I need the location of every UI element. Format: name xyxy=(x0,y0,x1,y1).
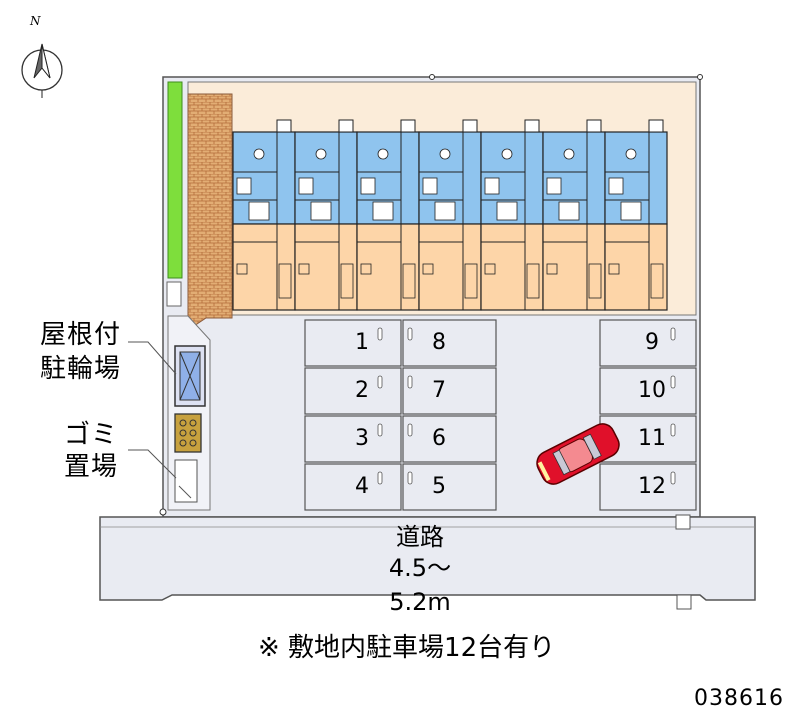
brick-paving xyxy=(187,93,233,331)
parking-note: ※ 敷地内駐車場12台有り xyxy=(258,633,556,663)
parking-stall xyxy=(599,319,697,367)
parking-stall xyxy=(402,319,497,367)
apartment-building xyxy=(232,119,668,311)
wheel-stop xyxy=(670,327,676,341)
parking-space-number: 11 xyxy=(638,426,666,451)
wheel-stop xyxy=(407,375,413,389)
wheel-stop xyxy=(407,471,413,485)
apartment-unit xyxy=(232,119,296,311)
apartment-unit xyxy=(294,119,358,311)
wheel-stop xyxy=(407,423,413,437)
parking-space-number: 3 xyxy=(355,426,369,451)
parking-space-number: 2 xyxy=(355,378,369,403)
road-marker xyxy=(675,514,691,530)
wheel-stop xyxy=(377,423,383,437)
parking-stall xyxy=(402,415,497,463)
survey-point xyxy=(429,74,435,80)
wheel-stop xyxy=(377,375,383,389)
apartment-unit xyxy=(542,119,606,311)
north-label: N xyxy=(29,14,41,28)
parking-area xyxy=(304,319,697,511)
parking-space-number: 7 xyxy=(432,378,446,403)
survey-point xyxy=(697,74,703,80)
compass-icon xyxy=(21,43,63,98)
parking-stall xyxy=(402,367,497,415)
apartment-unit xyxy=(356,119,420,311)
parking-stall xyxy=(402,463,497,511)
wheel-stop xyxy=(670,423,676,437)
wheel-stop xyxy=(407,327,413,341)
bike-parking xyxy=(174,345,206,407)
wheel-stop xyxy=(670,471,676,485)
parking-space-number: 12 xyxy=(638,474,666,499)
parking-stall xyxy=(304,463,402,511)
hedge xyxy=(167,81,183,279)
apartment-unit xyxy=(480,119,544,311)
apartment-unit xyxy=(418,119,482,311)
property-code: 038616 xyxy=(694,686,784,711)
parking-space-number: 10 xyxy=(638,378,666,403)
water-meter xyxy=(166,281,182,307)
garbage-label-2: 置場 xyxy=(64,452,119,482)
bike-leader xyxy=(128,341,177,375)
garbage-area xyxy=(174,413,202,503)
bike-parking-label-2: 駐輪場 xyxy=(40,354,122,384)
road-surface xyxy=(99,516,756,601)
parking-stall xyxy=(599,367,697,415)
bike-parking-label-1: 屋根付 xyxy=(40,320,122,350)
parking-space-number: 6 xyxy=(432,426,446,451)
wheel-stop xyxy=(377,327,383,341)
road-name: 道路 xyxy=(396,523,444,551)
parking-stall xyxy=(304,415,402,463)
road-marker xyxy=(676,594,692,610)
parking-stall xyxy=(304,367,402,415)
wheel-stop xyxy=(670,375,676,389)
parking-stall xyxy=(304,319,402,367)
survey-point xyxy=(159,508,167,516)
parking-space-number: 5 xyxy=(432,474,446,499)
road-width-line2: 5.2m xyxy=(389,588,451,616)
parking-space-number: 9 xyxy=(645,330,659,355)
apartment-unit xyxy=(604,119,668,311)
wheel-stop xyxy=(377,471,383,485)
parking-space-number: 8 xyxy=(432,330,446,355)
parking-stall xyxy=(599,463,697,511)
parking-space-number: 1 xyxy=(355,330,369,355)
car-icon xyxy=(536,423,620,485)
garbage-leader xyxy=(128,449,177,479)
garbage-label-1: ゴミ xyxy=(64,420,119,450)
road-width-line1: 4.5～ xyxy=(388,554,452,582)
parking-space-number: 4 xyxy=(355,474,369,499)
